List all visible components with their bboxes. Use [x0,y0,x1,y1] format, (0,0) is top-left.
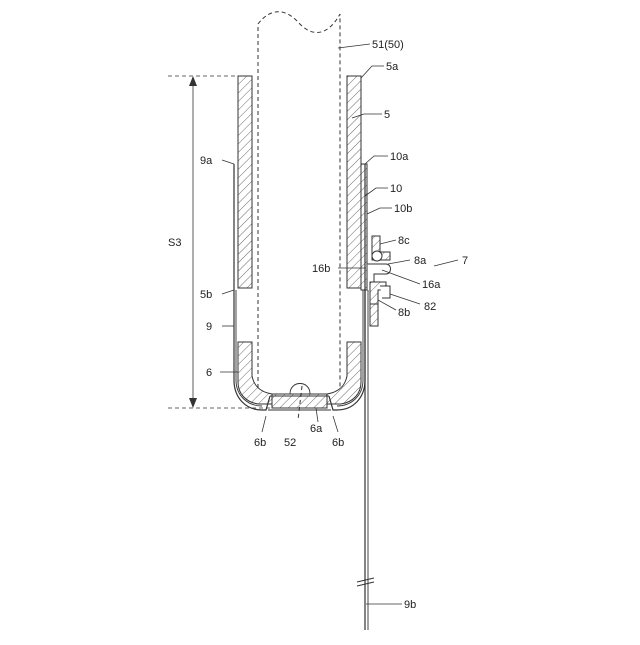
label-6b-right: 6b [332,437,344,449]
label-s3: S3 [168,237,181,249]
label-8c: 8c [398,235,410,247]
fastener-7 [367,236,391,326]
label-8b: 8b [398,307,410,319]
label-16a: 16a [422,279,441,291]
leader-lines [220,44,458,604]
label-10b: 10b [394,203,412,215]
label-6b-left: 6b [254,437,266,449]
dome-52 [290,384,310,395]
label-6a: 6a [310,423,323,435]
label-9: 9 [206,321,212,333]
fastener-lower-tail [370,304,378,326]
label-9b: 9b [404,599,416,611]
label-51-50: 51(50) [372,39,404,51]
strip-10 [361,164,367,290]
fastener-middle [367,264,391,282]
fastener-circle [372,251,382,261]
inserted-member-outline [258,12,340,388]
label-6: 6 [206,367,212,379]
label-5a: 5a [386,61,399,73]
right-wall-upper [347,76,361,288]
label-7: 7 [462,255,468,267]
label-52: 52 [284,437,296,449]
label-16b: 16b [312,263,330,275]
label-8a: 8a [414,255,427,267]
label-9a: 9a [200,155,213,167]
label-82: 82 [424,301,436,313]
label-5b: 5b [200,289,212,301]
right-lower-block [327,342,361,404]
fastener-lower-hook [380,286,390,298]
label-10: 10 [390,183,402,195]
left-lower-block [238,342,272,404]
label-10a: 10a [390,151,409,163]
dimension-s3 [168,76,272,408]
label-5: 5 [384,109,390,121]
left-wall-upper [238,76,252,288]
